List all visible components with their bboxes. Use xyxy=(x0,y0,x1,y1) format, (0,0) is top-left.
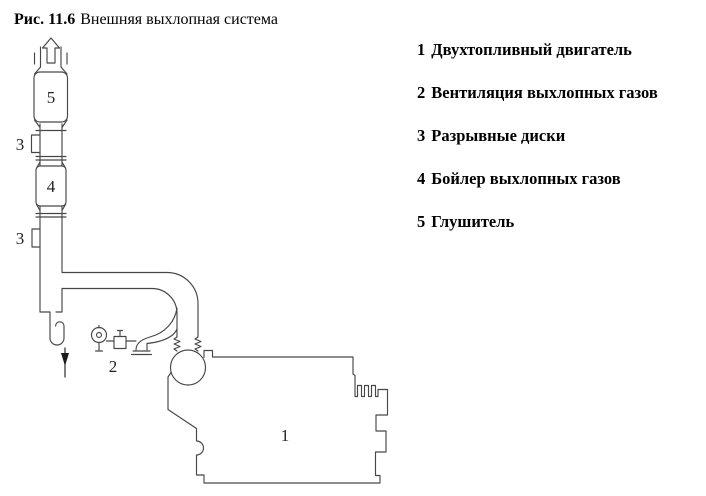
exhaust-elbow-pipe xyxy=(61,271,199,338)
rupture-disc-upper xyxy=(30,134,41,154)
legend-num-5: 5 xyxy=(417,212,426,231)
vent-branch-pipe xyxy=(130,307,178,356)
silencer-shape xyxy=(33,71,69,129)
figure-title: Внешняя выхлопная система xyxy=(80,11,279,28)
legend-item-4: 4 Бойлер выхлопных газов xyxy=(417,169,703,189)
legend-label-3: Разрывные диски xyxy=(431,126,566,145)
vent-valve-icon xyxy=(105,329,137,350)
vent-fan-icon xyxy=(90,324,108,352)
figure-number: Рис. 11.6 xyxy=(14,11,76,28)
part-label-rupture-disc-upper: 3 xyxy=(16,135,25,154)
part-label-rupture-disc-lower: 3 xyxy=(16,229,25,248)
outlet-pipe xyxy=(33,46,68,75)
flow-arrow-up-icon xyxy=(41,37,61,64)
legend-num-1: 1 xyxy=(417,40,426,59)
legend-item-3: 3 Разрывные диски xyxy=(417,126,703,146)
legend-item-2: 2 Вентиляция выхлопных газов xyxy=(417,83,703,103)
legend-label-5: Глушитель xyxy=(431,212,515,231)
engine-outline xyxy=(167,349,389,484)
rupture-disc-lower xyxy=(31,228,41,248)
boiler-shape xyxy=(35,161,67,212)
exhaust-stack-pipe xyxy=(35,123,67,313)
legend-item-5: 5 Глушитель xyxy=(417,212,703,232)
bellows-joint xyxy=(173,336,202,352)
legend-label-1: Двухтопливный двигатель xyxy=(431,40,632,59)
legend-item-1: 1 Двухтопливный двигатель xyxy=(417,40,703,60)
part-label-boiler: 4 xyxy=(47,177,56,196)
turbocharger-circle xyxy=(169,349,207,386)
drain-trap-pipe xyxy=(39,287,65,346)
part-label-engine: 1 xyxy=(281,426,290,445)
part-label-ventilation: 2 xyxy=(109,357,118,376)
legend-label-4: Бойлер выхлопных газов xyxy=(431,169,621,188)
drain-arrow-down-icon xyxy=(61,347,69,378)
legend-num-3: 3 xyxy=(417,126,426,145)
legend-label-2: Вентиляция выхлопных газов xyxy=(431,83,658,102)
part-label-silencer: 5 xyxy=(47,88,56,107)
legend-num-4: 4 xyxy=(417,169,426,188)
legend: 1 Двухтопливный двигатель 2 Вентиляция вых… xyxy=(417,40,703,255)
legend-num-2: 2 xyxy=(417,83,426,102)
